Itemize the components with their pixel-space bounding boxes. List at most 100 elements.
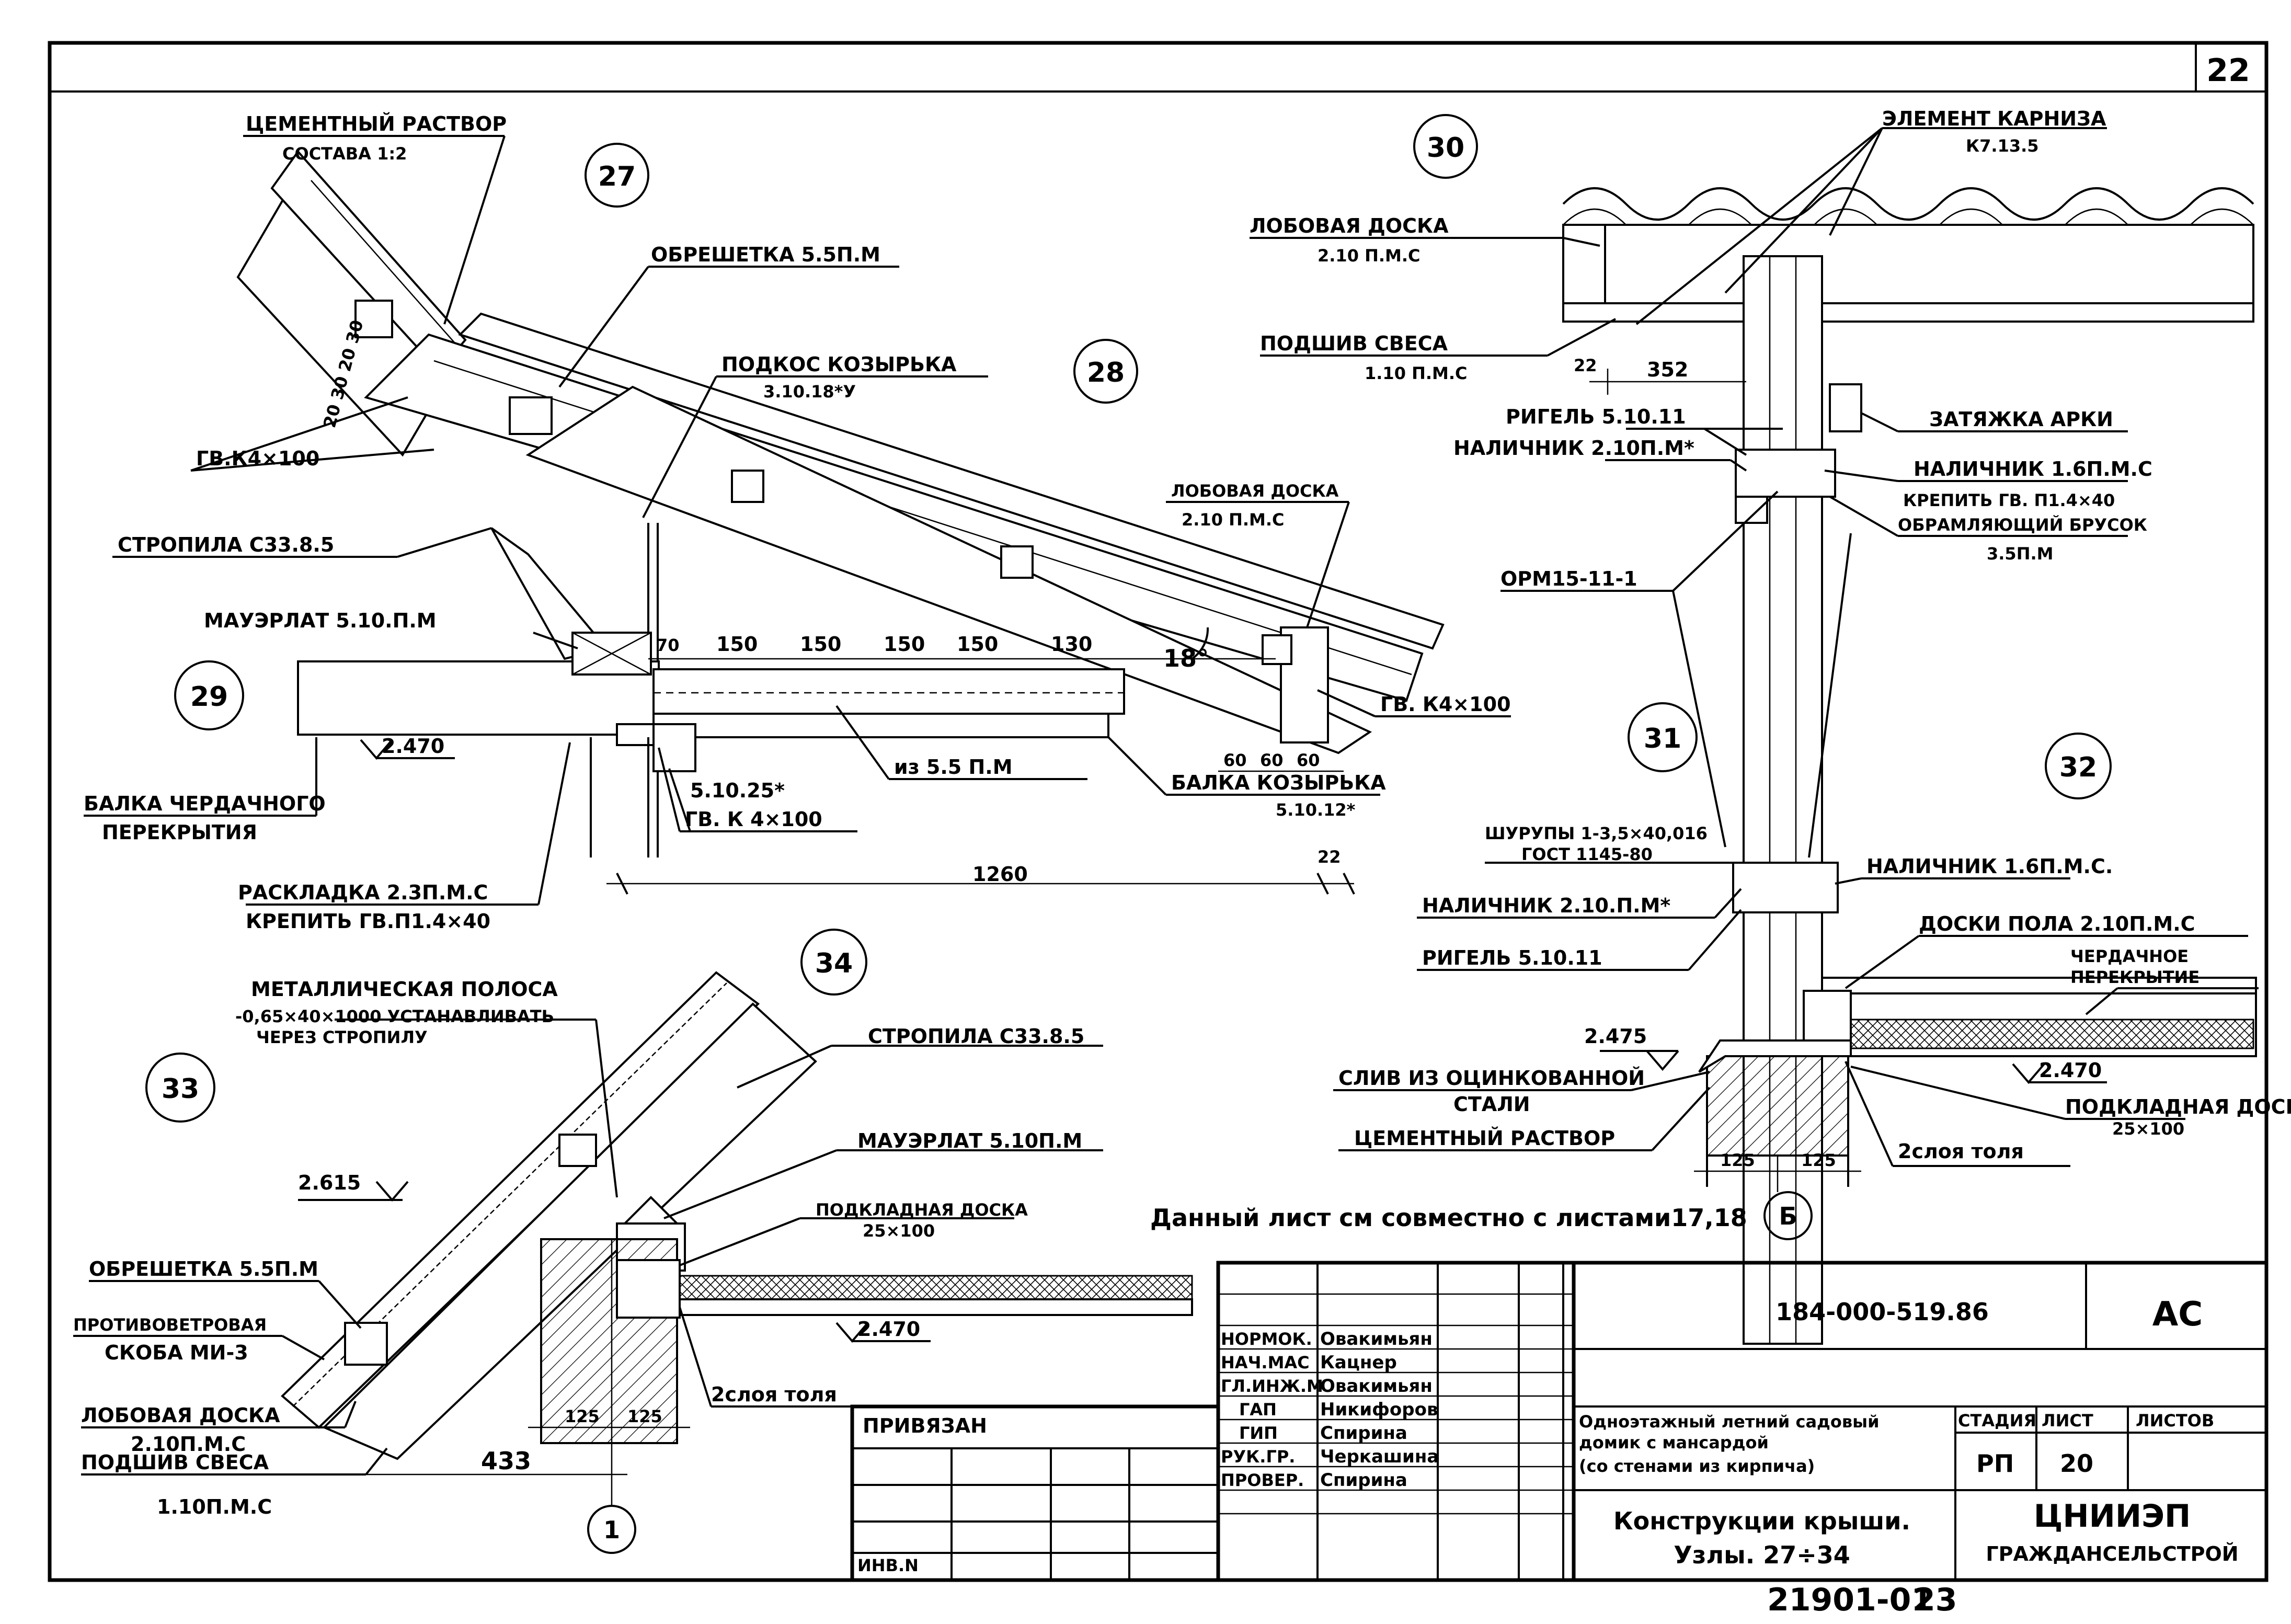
svg-text:150: 150	[884, 633, 925, 656]
node-28-marker: 28	[1073, 339, 1138, 404]
attic-beam-label: БАЛКА ЧЕРДАЧНОГО	[84, 792, 326, 815]
node-33-marker: 33	[145, 1053, 215, 1123]
svg-text:Б: Б	[1779, 1202, 1797, 1230]
front-board-label: ЛОБОВАЯ ДОСКА	[1171, 481, 1339, 501]
dim-1260: 1260	[972, 863, 1028, 886]
wall-plate-label: МАУЭРЛАТ 5.10.П.М	[204, 609, 437, 632]
angle-label: 18°	[1163, 644, 1209, 672]
svg-text:Узлы. 27÷34: Узлы. 27÷34	[1674, 1541, 1850, 1569]
node-33-34-labels: МЕТАЛЛИЧЕСКАЯ ПОЛОСА -0,65×40×1000 УСТАН…	[73, 978, 1084, 1518]
svg-text:Овакимьян: Овакимьян	[1320, 1376, 1433, 1397]
svg-text:1.10 П.М.С: 1.10 П.М.С	[1365, 363, 1468, 383]
svg-text:33: 33	[162, 1073, 199, 1105]
node-31-marker: 31	[1628, 702, 1698, 772]
svg-text:Черкашина: Черкашина	[1320, 1446, 1439, 1467]
svg-text:(со стенами из кирпича): (со стенами из кирпича)	[1579, 1456, 1815, 1476]
node-33-leaders	[73, 1019, 1103, 1476]
level-2615: 2.615	[298, 1171, 361, 1194]
svg-text:130: 130	[1051, 633, 1092, 656]
svg-text:1.10П.М.С: 1.10П.М.С	[157, 1495, 272, 1518]
node-30-32-labels: ЭЛЕМЕНТ КАРНИЗА К7.13.5 ЛОБОВАЯ ДОСКА 2.…	[1250, 107, 2291, 1170]
svg-text:25×100: 25×100	[2112, 1119, 2184, 1139]
svg-text:125: 125	[565, 1406, 600, 1426]
svg-text:150: 150	[957, 633, 998, 656]
organization: ЦНИИЭП	[2034, 1498, 2191, 1535]
soffit-33-label: ПОДШИВ СВЕСА	[81, 1451, 269, 1474]
svg-text:34: 34	[815, 948, 853, 979]
rafters-34-label: СТРОПИЛА С33.8.5	[868, 1025, 1084, 1048]
title-block: 184-000-519.86 АС ПРИВЯЗАН ИНВ.N НОРМОК.…	[850, 1261, 2269, 1582]
soffit-30-label: ПОДШИВ СВЕСА	[1260, 332, 1448, 355]
girder-top-label: РИГЕЛЬ 5.10.11	[1506, 405, 1686, 428]
axis-b-marker: Б	[1763, 1191, 1813, 1240]
svg-text:Спирина: Спирина	[1320, 1423, 1407, 1444]
node-34-marker: 34	[800, 929, 867, 996]
inv-label: ИНВ.N	[857, 1556, 919, 1575]
svg-text:2.10П.М.С: 2.10П.М.С	[131, 1433, 246, 1456]
svg-text:29: 29	[190, 681, 228, 713]
svg-text:60: 60	[1223, 750, 1247, 770]
node-29-marker: 29	[174, 660, 244, 730]
node-33-34-drawing	[281, 971, 1193, 1506]
svg-text:-0,65×40×1000 УСТАНАВЛИВАТЬ: -0,65×40×1000 УСТАНАВЛИВАТЬ	[235, 1007, 554, 1026]
svg-text:Спирина: Спирина	[1320, 1470, 1407, 1491]
node-30-leaders	[1250, 127, 2259, 1167]
svg-text:22: 22	[1318, 847, 1341, 867]
svg-text:22: 22	[1574, 356, 1597, 375]
node-27-28-29-drawing	[236, 150, 1445, 895]
svg-text:125: 125	[627, 1406, 662, 1426]
doc-code: 184-000-519.86	[1775, 1298, 1989, 1326]
lathing-33-label: ОБРЕШЕТКА 5.5П.М	[89, 1257, 318, 1280]
dim-433: 433	[481, 1447, 531, 1475]
svg-text:150: 150	[800, 633, 841, 656]
svg-text:ЧЕРЕЗ СТРОПИЛУ: ЧЕРЕЗ СТРОПИЛУ	[256, 1027, 428, 1047]
cornice-element-label: ЭЛЕМЕНТ КАРНИЗА	[1882, 107, 2106, 130]
node-markers: 27 28 29 30 31 32 33 34 Б 1	[145, 114, 2112, 1554]
node-30-marker: 30	[1413, 114, 1478, 179]
framing-bar-label: ОБРАМЛЯЮЩИЙ БРУСОК	[1898, 515, 2147, 535]
roofing-34-label: 2слоя толя	[711, 1383, 837, 1406]
svg-text:28: 28	[1087, 357, 1125, 388]
svg-text:30: 30	[1427, 132, 1464, 164]
node-30-31-32-drawing	[1562, 187, 2257, 1345]
svg-text:2.10 П.М.С: 2.10 П.М.С	[1182, 510, 1285, 530]
nail-k4-right-label: ГВ. К4×100	[1380, 693, 1511, 716]
rafters-label: СТРОПИЛА С33.8.5	[118, 533, 334, 556]
svg-text:25×100: 25×100	[863, 1221, 935, 1241]
drip-label: СЛИВ ИЗ ОЦИНКОВАННОЙ	[1338, 1067, 1645, 1090]
pad-board-34-label: ПОДКЛАДНАЯ ДОСКА	[816, 1200, 1028, 1220]
svg-text:60: 60	[1297, 750, 1320, 770]
svg-text:СКОБА МИ-3: СКОБА МИ-3	[105, 1341, 248, 1364]
metal-strip-label: МЕТАЛЛИЧЕСКАЯ ПОЛОСА	[251, 978, 558, 1001]
svg-text:27: 27	[598, 161, 636, 192]
svg-text:3.10.18*У: 3.10.18*У	[763, 382, 856, 402]
floor-boards-label: ДОСКИ ПОЛА 2.10П.М.С	[1919, 912, 2195, 935]
drawing-title: Конструкции крыши.	[1613, 1507, 1910, 1535]
svg-text:ПЕРЕКРЫТИЯ: ПЕРЕКРЫТИЯ	[102, 821, 257, 844]
spacer-label: РАСКЛАДКА 2.3П.М.С	[238, 881, 488, 904]
mortar-32-label: ЦЕМЕНТНЫЙ РАСТВОР	[1354, 1127, 1615, 1150]
svg-text:КРЕПИТЬ ГВ.П1.4×40: КРЕПИТЬ ГВ.П1.4×40	[246, 910, 490, 933]
svg-text:НОРМОК.: НОРМОК.	[1221, 1329, 1312, 1349]
cross-reference-note: Данный лист см совместно с листами17,18	[1150, 1204, 1747, 1232]
attic-floor-label: ЧЕРДАЧНОЕ	[2070, 946, 2189, 966]
level-2470-34: 2.470	[857, 1318, 920, 1341]
svg-text:3.5П.М: 3.5П.М	[1987, 544, 2053, 564]
footer-code: 21901-01	[1767, 1582, 1933, 1618]
stage: РП	[1976, 1449, 2014, 1478]
node-27-leaders	[84, 135, 1511, 906]
sheet: 20	[2060, 1449, 2093, 1478]
svg-text:домик с мансардой: домик с мансардой	[1579, 1433, 1769, 1453]
trim-2-10-b-label: НАЛИЧНИК 2.10.П.М*	[1422, 894, 1670, 917]
svg-text:ПЕРЕКРЫТИЕ: ПЕРЕКРЫТИЕ	[2070, 967, 2200, 987]
svg-text:К7.13.5: К7.13.5	[1966, 136, 2039, 156]
trim-2-10-label: НАЛИЧНИК 2.10П.М*	[1453, 437, 1694, 460]
canopy-brace-label: ПОДКОС КОЗЫРЬКА	[721, 353, 957, 376]
svg-text:Кацнер: Кацнер	[1320, 1352, 1397, 1373]
svg-text:ГИП: ГИП	[1239, 1423, 1278, 1443]
pad-board-32-label: ПОДКЛАДНАЯ ДОСКА	[2065, 1095, 2291, 1118]
footer-page: 23	[1914, 1582, 1957, 1618]
attached-label: ПРИВЯЗАН	[863, 1414, 987, 1437]
nail-k4-left-label: ГВ.К4×100	[196, 447, 319, 470]
sheet-number: 22	[2206, 52, 2250, 89]
